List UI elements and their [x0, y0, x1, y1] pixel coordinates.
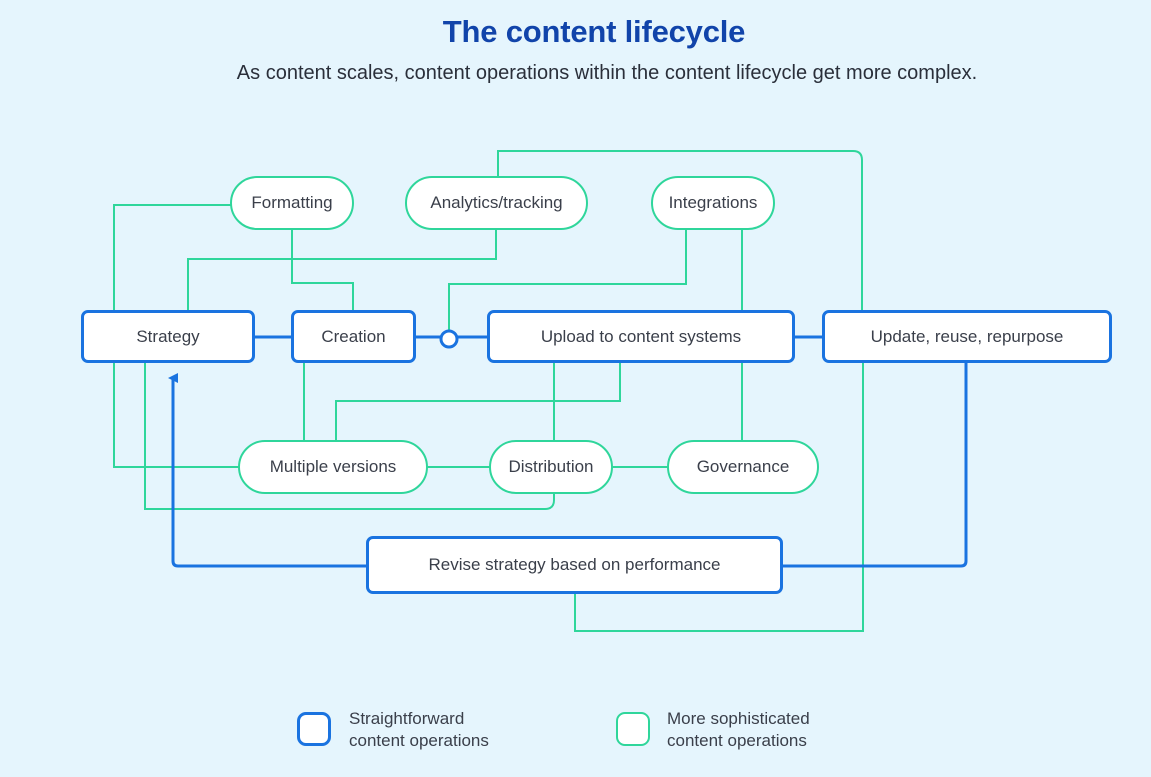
node-creation-label: Creation: [321, 326, 386, 346]
line-revise-strategy: [168, 373, 367, 568]
node-analytics: Analytics/tracking: [405, 176, 588, 230]
node-update: Update, reuse, repurpose: [822, 310, 1112, 363]
line-formatting-creation: [291, 229, 354, 310]
node-formatting: Formatting: [230, 176, 354, 230]
node-update-label: Update, reuse, repurpose: [870, 326, 1064, 346]
node-creation: Creation: [291, 310, 416, 363]
line-revise-update: [574, 363, 864, 632]
node-governance-label: Governance: [696, 457, 790, 476]
node-strategy: Strategy: [81, 310, 255, 363]
legend-label-sophisticated: More sophisticated content operations: [667, 709, 810, 750]
node-versions: Multiple versions: [238, 440, 428, 494]
node-integrations: Integrations: [651, 176, 775, 230]
node-integrations-label: Integrations: [668, 193, 758, 212]
line-strategy-distribution: [144, 363, 555, 510]
node-versions-label: Multiple versions: [269, 457, 397, 476]
line-analytics-update: [497, 150, 863, 310]
node-revise-label: Revise strategy based on performance: [428, 555, 721, 574]
node-upload: Upload to content systems: [487, 310, 795, 363]
node-strategy-label: Strategy: [136, 326, 200, 346]
line-strategy-analytics: [187, 229, 497, 310]
page-subtitle: As content scales, content operations wi…: [236, 62, 978, 84]
line-connector-integrations: [448, 229, 687, 330]
line-strategy-versions: [113, 363, 239, 468]
node-formatting-label: Formatting: [251, 193, 333, 212]
legend-swatch-straightforward: [297, 712, 331, 746]
legend-swatch-sophisticated: [616, 712, 650, 746]
node-analytics-label: Analytics/tracking: [430, 193, 563, 212]
page-title: The content lifecycle: [442, 14, 746, 49]
junction-node: [439, 329, 459, 349]
node-distribution: Distribution: [489, 440, 613, 494]
node-revise: Revise strategy based on performance: [366, 536, 783, 594]
node-distribution-label: Distribution: [508, 457, 594, 476]
line-strategy-formatting: [113, 204, 231, 310]
node-upload-label: Upload to content systems: [540, 326, 742, 346]
legend-label-straightforward: Straightforward content operations: [349, 709, 489, 750]
line-upload-versions: [335, 363, 621, 441]
node-governance: Governance: [667, 440, 819, 494]
line-update-revise: [783, 363, 968, 568]
